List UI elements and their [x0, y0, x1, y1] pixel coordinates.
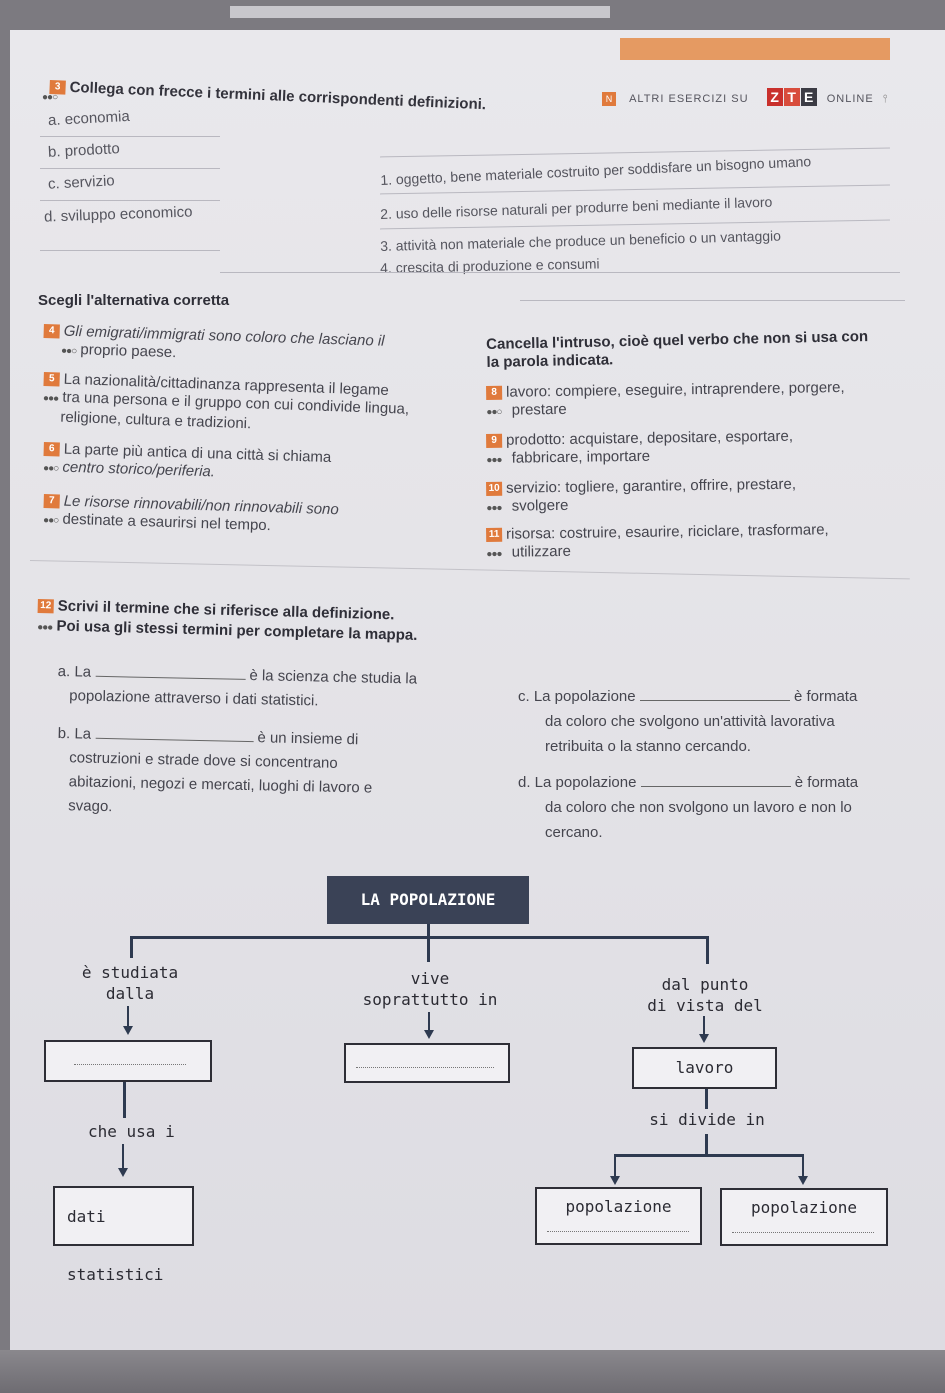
map-lavoro-box: lavoro: [632, 1047, 777, 1089]
map-popolazione-box-left[interactable]: popolazione: [535, 1187, 702, 1245]
arrow-shaft: [122, 1144, 124, 1170]
answer-blank-b[interactable]: [95, 725, 254, 743]
map-label-si-divide: si divide in: [649, 1110, 765, 1129]
arrow-down-icon: [610, 1176, 620, 1185]
definition-d: d. La popolazione è formata da coloro ch…: [518, 774, 859, 841]
arrow-shaft: [703, 1016, 705, 1036]
divider: [40, 136, 220, 137]
map-label-punto-vista: dal punto di vista del: [647, 975, 763, 1015]
divider: [520, 300, 905, 301]
map-title-box: LA POPOLAZIONE: [327, 876, 529, 924]
definition-c: c. La popolazione è formata da coloro ch…: [518, 688, 858, 755]
arrow-down-icon: [118, 1168, 128, 1177]
map-connector: [706, 936, 709, 964]
map-connector: [427, 924, 430, 938]
top-decor-gray: [230, 6, 610, 18]
definition-b: b. La è un insieme di costruzioni e stra…: [57, 724, 373, 816]
altri-esercizi-label: ALTRI ESERCIZI SU: [629, 93, 749, 105]
map-label-studiata: è studiata dalla: [81, 963, 179, 1003]
arrow-down-icon: [424, 1030, 434, 1039]
map-connector: [130, 936, 133, 958]
map-connector: [705, 1134, 708, 1156]
map-blank-box-mid[interactable]: [344, 1043, 510, 1083]
header-badge: N: [602, 92, 616, 106]
term-c: c. servizio: [47, 172, 116, 193]
arrow-down-icon: [123, 1026, 133, 1035]
map-popolazione-box-right[interactable]: popolazione: [720, 1188, 888, 1246]
map-connector: [614, 1154, 804, 1157]
arrow-shaft: [127, 1006, 129, 1028]
map-connector: [130, 936, 708, 939]
map-connector: [427, 936, 430, 962]
answer-blank-d[interactable]: [640, 774, 791, 787]
online-label: ONLINE: [826, 93, 874, 105]
exercise-2-heading: Scegli l'alternativa corretta: [38, 292, 230, 309]
wifi-icon: ⫯: [882, 93, 888, 105]
answer-blank-c[interactable]: [639, 688, 790, 701]
divider: [40, 168, 220, 169]
map-dati-box: dati statistici: [53, 1186, 194, 1284]
page-bottom-shadow: [0, 1350, 945, 1393]
top-decor-orange: [620, 38, 890, 60]
map-connector: [705, 1089, 708, 1109]
divider: [220, 272, 900, 273]
map-label-vive: vive soprattutto in: [362, 969, 498, 1009]
arrow-shaft: [428, 1012, 430, 1032]
arrow-shaft: [614, 1154, 616, 1178]
divider: [40, 200, 220, 201]
arrow-down-icon: [699, 1034, 709, 1043]
map-label-che-usa: che usa i: [88, 1122, 175, 1141]
arrow-shaft: [802, 1154, 804, 1178]
divider: [40, 250, 220, 251]
difficulty-dots: ●●○: [42, 92, 58, 103]
arrow-down-icon: [798, 1176, 808, 1185]
map-connector: [123, 1082, 126, 1118]
answer-blank-a[interactable]: [95, 663, 246, 680]
map-blank-box-left[interactable]: [44, 1040, 212, 1082]
definition-a: a. La è la scienza che studia la popolaz…: [57, 662, 418, 710]
